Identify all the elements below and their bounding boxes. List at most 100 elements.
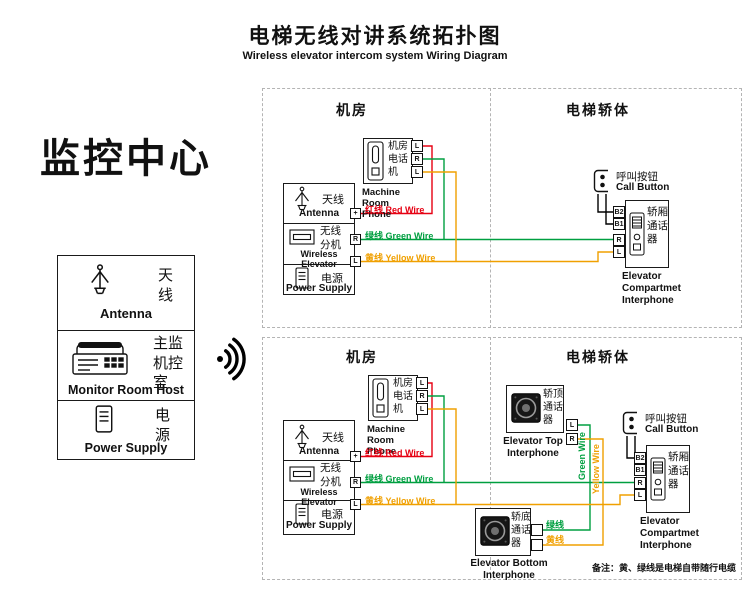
wall-phone-icon	[367, 141, 384, 186]
top-call-button-label-en: Call Button	[616, 182, 670, 193]
top-machine-phone-label-zh: 机房电话机	[388, 141, 408, 178]
top-phone-terminal-3: L	[411, 166, 423, 178]
monitor-antenna-label-zh: 天线	[158, 267, 174, 304]
monitor-box-divider-2	[58, 400, 194, 401]
top-power-label-zh: 电源	[321, 273, 343, 285]
top-section-frame	[262, 88, 742, 328]
top-machine-room-header: 机房	[336, 102, 368, 118]
monitor-power-label-en: Power Supply	[84, 441, 168, 455]
monitor-power-label-zh: 电源	[155, 407, 171, 444]
bottom-compartment-label-zh: 轿厢通话器	[668, 451, 689, 491]
wireless-extension-icon	[289, 466, 315, 487]
bottom-wireless-terminal-plus: +	[350, 451, 361, 462]
bottom-compartment-label-en: Elevator Compartmet Interphone	[640, 516, 699, 551]
call-button-icon	[621, 410, 639, 441]
antenna-icon	[291, 186, 313, 217]
green-wire-label-bottom: 绿线 Green Wire	[365, 474, 434, 484]
bottom-phone-terminal-2: R	[416, 390, 428, 402]
bottom-wireless-group-box	[283, 420, 355, 535]
top-section-divider	[490, 88, 491, 328]
monitor-center-box	[57, 255, 195, 460]
bottom-wireless-terminal-r: R	[350, 477, 361, 488]
bottom-compartment-terminal-b1: B1	[634, 464, 646, 476]
bottom-power-label-en: Power Supply	[285, 520, 353, 531]
bottom-power-label-zh: 电源	[321, 509, 343, 521]
top-compartment-terminal-b1: B1	[613, 218, 625, 230]
diagram-note: 备注：黄、绿线是电梯自带随行电缆	[592, 563, 737, 573]
top-antenna-label-en: Antenna	[299, 208, 339, 219]
top-compartment-label-en: Elevator Compartmet Interphone	[622, 271, 681, 306]
bottom-group-divider-2	[284, 500, 354, 501]
bottom-section-frame	[262, 337, 742, 580]
bottom-compartment-terminal-b2: B2	[634, 452, 646, 464]
speaker-icon	[480, 516, 510, 551]
interphone-icon	[650, 457, 666, 506]
top-compartment-label-zh: 轿厢通话器	[647, 206, 668, 246]
top-compartment-interphone-box	[625, 200, 669, 268]
red-wire-label-top: 红线 Red Wire	[365, 205, 425, 215]
bottom-interphone-terminal-green	[531, 524, 543, 536]
bottom-interphone-label-zh: 轿底通话器	[511, 512, 531, 549]
top-wireless-terminal-r: R	[350, 234, 361, 245]
top-wireless-terminal-l: L	[350, 256, 361, 267]
interphone-icon	[629, 212, 645, 261]
top-power-label-en: Power Supply	[285, 283, 353, 294]
monitor-box-divider-1	[58, 330, 194, 331]
power-supply-icon	[295, 503, 309, 530]
red-wire-label-bottom: 红线 Red Wire	[365, 448, 425, 458]
top-phone-terminal-1: L	[411, 140, 423, 152]
monitor-host-label-zh: 主监机控室	[153, 335, 184, 391]
top-wireless-terminal-plus: +	[350, 208, 361, 219]
bottom-antenna-label-en: Antenna	[299, 446, 339, 457]
bottom-compartment-terminal-l: L	[634, 489, 646, 501]
top-wireless-label-zh: 无线分机	[320, 225, 341, 251]
bottom-wireless-label-zh: 无线分机	[320, 462, 341, 488]
bottom-wireless-label-en: Wireless Elevator	[300, 487, 338, 507]
top-interphone-terminal-l: L	[566, 419, 578, 431]
bottom-machine-room-header: 机房	[346, 349, 378, 365]
top-compartment-terminal-r: R	[613, 234, 625, 246]
power-supply-icon	[295, 267, 309, 294]
yellow-wire-label-top: 黄线 Yellow Wire	[365, 253, 436, 263]
top-compartment-terminal-b2: B2	[613, 206, 625, 218]
page-title: 电梯无线对讲系统拓扑图	[248, 25, 502, 48]
page-subtitle: Wireless elevator intercom system Wiring…	[242, 50, 508, 62]
top-interphone-label-zh: 轿顶通话器	[543, 389, 563, 426]
desk-phone-icon	[68, 336, 132, 385]
bottom-section-divider	[490, 337, 491, 580]
bottom-antenna-label-zh: 天线	[322, 432, 344, 444]
bottom-phone-terminal-3: L	[416, 403, 428, 415]
top-interphone-label-en: Elevator Top Interphone	[503, 436, 563, 459]
top-elevator-car-header: 电梯轿体	[566, 102, 630, 118]
yellow-wire-label-bottom: 黄线 Yellow Wire	[365, 496, 436, 506]
antenna-icon	[291, 424, 313, 455]
power-supply-icon	[95, 404, 113, 439]
bottom-call-button-label-en: Call Button	[645, 424, 699, 435]
bottom-interphone-label-en: Elevator Bottom Interphone	[470, 558, 548, 581]
top-phone-terminal-2: R	[411, 153, 423, 165]
top-group-divider-1	[284, 223, 354, 224]
bottom-machine-phone-label-zh: 机房电话机	[393, 378, 413, 415]
monitor-center-heading: 监控中心	[40, 137, 212, 181]
top-group-divider-2	[284, 264, 354, 265]
bottom-elevator-car-header: 电梯轿体	[566, 349, 630, 365]
speaker-icon	[511, 393, 541, 428]
top-wireless-label-en: Wireless Elevator	[300, 249, 338, 269]
bottom-compartment-terminal-r: R	[634, 477, 646, 489]
monitor-host-label-en: Monitor Room Host	[68, 383, 184, 397]
bottom-group-divider-1	[284, 460, 354, 461]
bottom-wireless-terminal-l: L	[350, 499, 361, 510]
green-wire-vertical-label: Green Wire	[577, 432, 587, 480]
green-wire-label-top: 绿线 Green Wire	[365, 231, 434, 241]
top-interphone-terminal-r: R	[566, 433, 578, 445]
monitor-antenna-label-en: Antenna	[100, 306, 152, 321]
bottom-interphone-green-label: 绿线	[546, 520, 565, 530]
bottom-phone-terminal-1: L	[416, 377, 428, 389]
antenna-icon	[86, 263, 114, 302]
bottom-call-button-label-zh: 呼叫按钮	[645, 413, 687, 425]
yellow-wire-vertical-label: Yellow Wire	[591, 444, 601, 494]
bottom-interphone-terminal-yellow	[531, 539, 543, 551]
top-antenna-label-zh: 天线	[322, 194, 344, 206]
top-compartment-terminal-l: L	[613, 246, 625, 258]
